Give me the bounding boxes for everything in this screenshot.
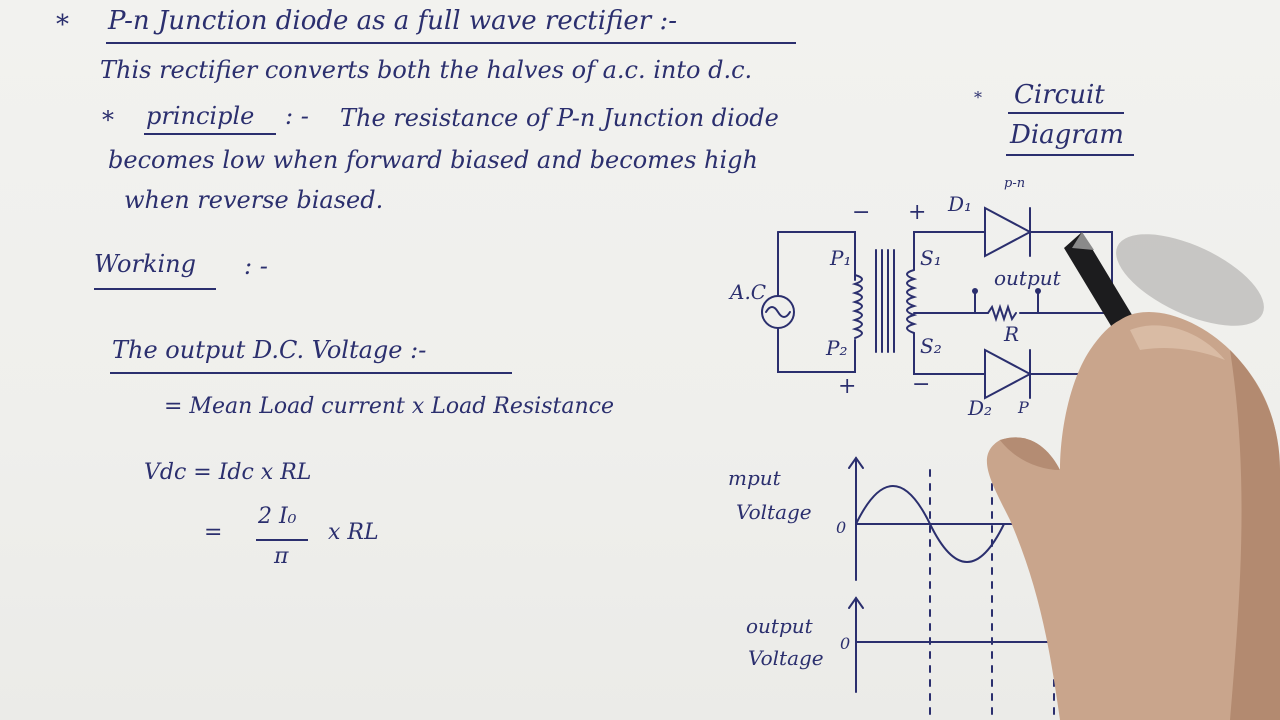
- output-dc-heading: The output D.C. Voltage :-: [112, 336, 427, 364]
- output-terminal-label: output: [994, 266, 1061, 290]
- input-sine-wave: [855, 485, 1005, 563]
- input-voltage-label-line-2: Voltage: [736, 500, 812, 524]
- circuit-title-line-2: Diagram: [1010, 120, 1124, 150]
- output-dc-underline: [110, 372, 512, 374]
- principle-line-1: The resistance of P-n Junction diode: [340, 104, 779, 132]
- title-underline: [106, 42, 796, 44]
- secondary-coil: [906, 269, 918, 334]
- output-voltage-label-line-2: Voltage: [748, 646, 824, 670]
- primary-coil: [851, 274, 863, 339]
- pn-top-label: p-n: [1004, 176, 1026, 191]
- load-resistor-label: R: [1004, 322, 1020, 346]
- output-zero-label: 0: [840, 634, 851, 653]
- secondary-s2-label: S₂: [920, 334, 942, 358]
- secondary-s1-label: S₁: [920, 246, 942, 270]
- equation-vdc: Vdc = Idc x RL: [144, 460, 312, 485]
- primary-top-wire: [777, 231, 856, 281]
- principle-line-3: when reverse biased.: [124, 186, 384, 214]
- secondary-top-wire: [913, 231, 986, 271]
- working-colon: : -: [244, 252, 268, 280]
- diode-d2-symbol: [984, 348, 1033, 400]
- secondary-bottom-wire: [913, 332, 986, 375]
- working-label: Working: [94, 250, 196, 278]
- input-zero-label: 0: [836, 518, 847, 537]
- page-title: P-n Junction diode as a full wave rectif…: [108, 6, 678, 36]
- output-voltage-label-line-1: output: [746, 614, 813, 638]
- principle-underline: [144, 133, 276, 135]
- ac-sine-icon: [765, 306, 791, 318]
- sign-minus-top: −: [852, 200, 871, 225]
- principle-star: *: [102, 106, 114, 134]
- output-axis-arrow: [848, 596, 864, 609]
- circuit-title-line-1: Circuit: [1014, 80, 1105, 110]
- primary-p1-label: P₁: [830, 246, 852, 270]
- sign-minus-bottom: −: [912, 372, 931, 397]
- intro-text: This rectifier converts both the halves …: [100, 56, 753, 84]
- diode-d2-label: D₂: [968, 396, 993, 420]
- principle-label: principle: [146, 102, 255, 130]
- circuit-star: *: [974, 88, 982, 107]
- equation-mean-load: = Mean Load current x Load Resistance: [164, 394, 614, 419]
- hand-with-pen-image: [986, 232, 1280, 720]
- diode-d1-symbol: [984, 206, 1033, 258]
- input-voltage-label-line-1: mput: [728, 466, 781, 490]
- sign-plus-bottom: +: [838, 374, 857, 399]
- fraction-denominator: π: [274, 544, 289, 569]
- diode-d1-label: D₁: [948, 192, 973, 216]
- input-axis-arrow: [848, 456, 864, 469]
- fraction-bar: [256, 539, 308, 541]
- principle-colon: : -: [285, 102, 309, 130]
- output-terminal-dot-left: [972, 288, 978, 294]
- primary-p2-label: P₂: [826, 336, 848, 360]
- sign-plus-top: +: [908, 200, 927, 225]
- equation-times-rl: x RL: [328, 520, 379, 545]
- pn-bottom-label: P: [1018, 398, 1029, 417]
- output-terminal-dot-right: [1035, 288, 1041, 294]
- circuit-title-underline-1: [1008, 112, 1124, 114]
- working-underline: [94, 288, 216, 290]
- principle-line-2: becomes low when forward biased and beco…: [108, 146, 759, 174]
- fraction-numerator: 2 I₀: [258, 504, 297, 529]
- heading-star: *: [56, 10, 69, 40]
- circuit-title-underline-2: [1006, 154, 1134, 156]
- equation-equals: =: [204, 520, 223, 545]
- ac-label: A.C: [730, 280, 767, 304]
- load-resistor-symbol: [987, 303, 1017, 323]
